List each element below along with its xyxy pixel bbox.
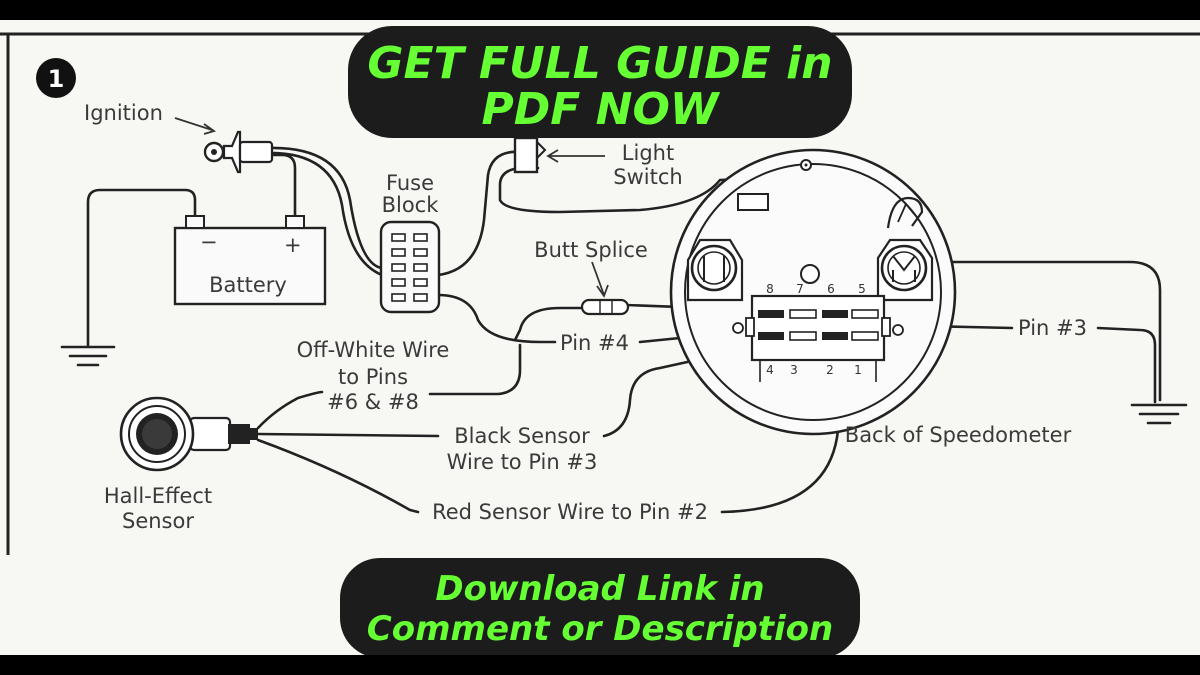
- ignition-arrow: [174, 117, 217, 135]
- bottom-banner-line1: Download Link in: [435, 569, 764, 609]
- bottom-banner-line2: Comment or Description: [367, 609, 833, 649]
- speedo-connector: [732, 294, 904, 382]
- ignition-label: Ignition: [84, 101, 163, 125]
- battery-ground-wire: [86, 188, 197, 347]
- fuse-block-label-line2: Block: [382, 193, 440, 217]
- pin-1-label: 1: [854, 363, 862, 377]
- speedometer-back: [669, 148, 957, 436]
- bottom-banner: Download Link in Comment or Description: [340, 558, 860, 658]
- sensor-red-wire: [256, 438, 420, 514]
- light-switch-label-line1: Light: [622, 141, 674, 165]
- hall-sensor-label-line2: Sensor: [122, 509, 194, 533]
- butt-splice-label: Butt Splice: [534, 238, 648, 262]
- pin-5-label: 5: [858, 282, 866, 296]
- red-sensor-label: Red Sensor Wire to Pin #2: [432, 500, 708, 524]
- top-banner-line2: PDF NOW: [482, 84, 721, 135]
- top-banner-line1: GET FULL GUIDE in: [367, 38, 832, 89]
- bottom-black-bar: [0, 655, 1200, 675]
- butt-splice: [580, 298, 630, 316]
- butt-splice-arrow: [591, 261, 609, 298]
- battery-minus-label: −: [200, 230, 218, 254]
- ground-symbol-right: [1130, 403, 1188, 425]
- hall-sensor-label-line1: Hall-Effect: [104, 484, 212, 508]
- pin4-label: Pin #4: [560, 331, 629, 355]
- ignition-fuse-wire-2: [266, 151, 384, 277]
- pin3-label: Pin #3: [1018, 316, 1087, 340]
- light-switch-label-line2: Switch: [613, 165, 682, 189]
- pin3-ground-wire: [1096, 326, 1157, 404]
- off-white-label-line2: to Pins: [338, 365, 408, 389]
- battery-ignition-wire: [263, 153, 297, 220]
- fuse-lightswitch-wire: [436, 150, 522, 277]
- off-white-wire: [513, 306, 586, 342]
- off-white-label-line3: #6 & #8: [327, 390, 419, 414]
- pin-2-label: 2: [826, 363, 834, 377]
- step-badge: 1: [36, 58, 76, 98]
- ignition-fuse-wire: [266, 146, 384, 270]
- sensor-black-wire: [256, 432, 440, 438]
- pin-7-label: 7: [796, 282, 804, 296]
- fuse-pin4-wire: [436, 293, 557, 344]
- lamp-ground-wire: [928, 260, 1162, 402]
- black-sensor-label-line1: Black Sensor: [454, 424, 590, 448]
- pin-4-label: 4: [766, 363, 774, 377]
- pin-3-label: 3: [790, 363, 798, 377]
- top-banner: GET FULL GUIDE in PDF NOW: [348, 26, 852, 138]
- black-sensor-label-line2: Wire to Pin #3: [447, 450, 598, 474]
- off-white-wire-2: [428, 343, 522, 396]
- fuse-block: [379, 220, 441, 314]
- hall-effect-sensor: [119, 396, 258, 472]
- battery: [173, 215, 327, 306]
- pin-8-label: 8: [766, 282, 774, 296]
- off-white-label-line1: Off-White Wire: [297, 338, 450, 362]
- battery-plus-label: +: [284, 233, 302, 257]
- lamp-socket-left: [686, 238, 744, 302]
- fuse-block-label-line1: Fuse: [386, 171, 434, 195]
- battery-label: Battery: [209, 273, 287, 297]
- red-sensor-route: [720, 343, 840, 514]
- ground-symbol-left: [60, 345, 116, 367]
- ignition-switch: [203, 130, 274, 174]
- pin-6-label: 6: [827, 282, 835, 296]
- sensor-offwhite-wire: [256, 390, 324, 430]
- black-sensor-route: [602, 344, 762, 438]
- lamp-socket-right: [876, 238, 934, 302]
- light-switch-arrow: [546, 149, 605, 163]
- back-speedometer-label: Back of Speedometer: [845, 423, 1072, 447]
- svg-text:1: 1: [48, 65, 65, 93]
